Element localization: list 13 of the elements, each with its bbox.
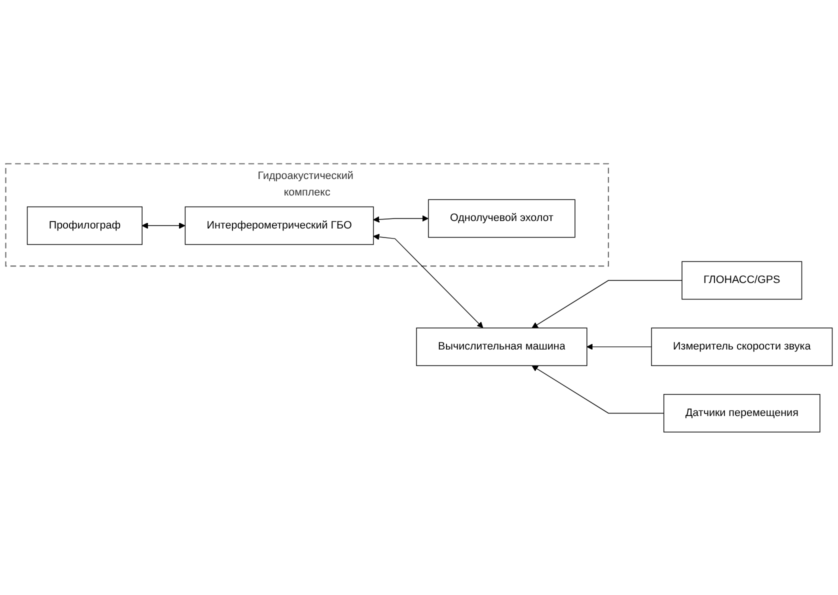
arrow (532, 280, 682, 328)
node-box: Вычислительная машина (416, 327, 588, 366)
node-box: Однолучевой эхолот (428, 198, 576, 238)
node-box: Профилограф (26, 206, 142, 244)
node-box: Датчики перемещения (663, 394, 820, 432)
node-box: Измеритель скорости звука (651, 327, 833, 366)
arrow (532, 364, 664, 414)
arrow (373, 233, 484, 328)
arrow (142, 222, 186, 228)
arrow (586, 343, 652, 350)
node-box: ГЛОНАСС/GPS (682, 260, 802, 300)
node-box: Интерферометрический ГБО (184, 206, 374, 244)
arrow (373, 214, 428, 222)
